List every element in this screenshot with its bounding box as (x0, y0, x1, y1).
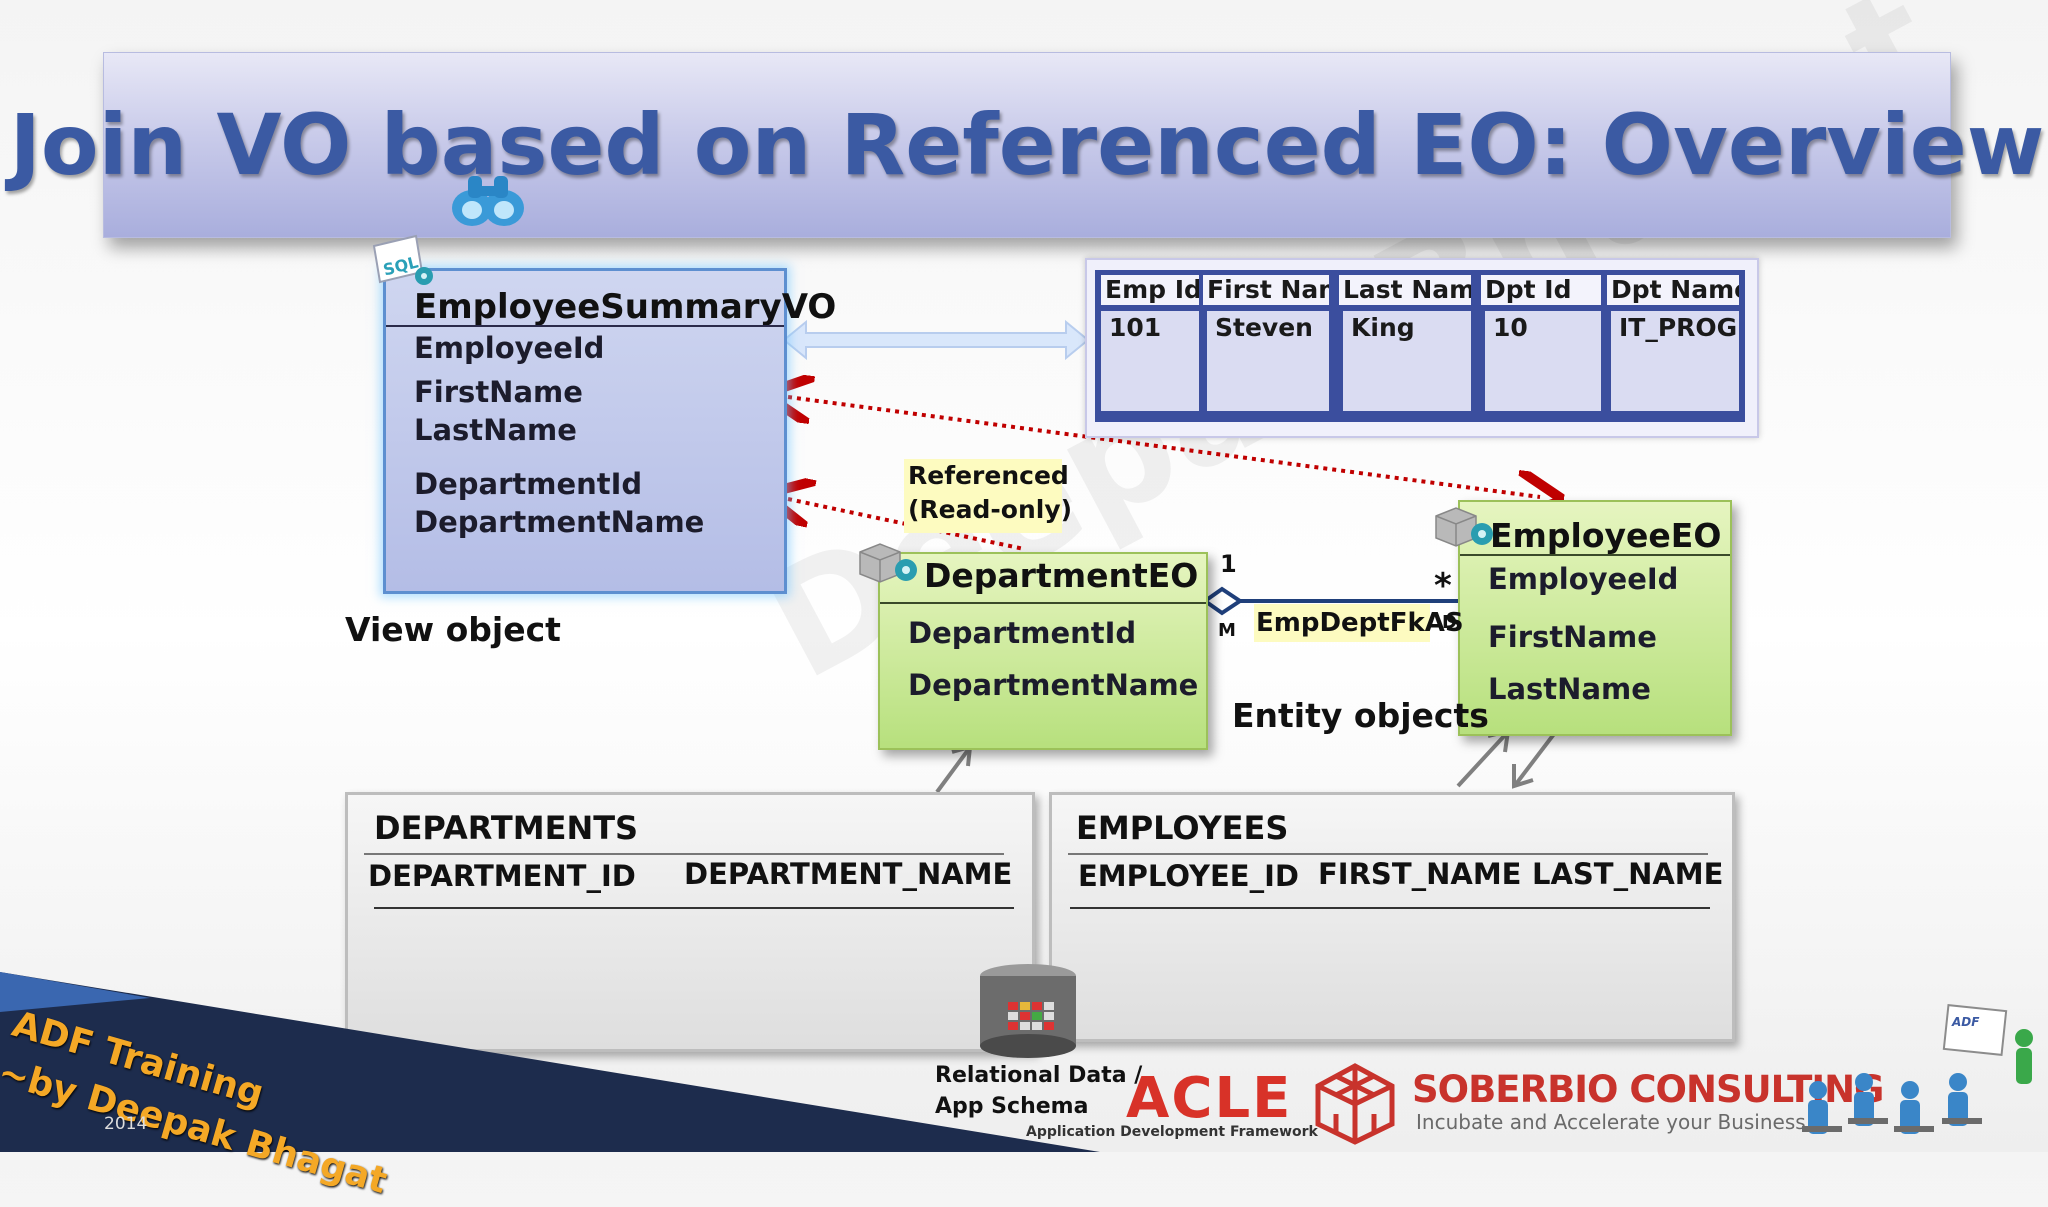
table-header: Dpt Name (1607, 275, 1739, 305)
vo-attribute: LastName (414, 413, 577, 447)
db-column: DEPARTMENT_NAME (684, 857, 1013, 891)
table-cell: Steven (1207, 311, 1329, 411)
entity-cube-icon (859, 543, 917, 583)
association-name: EmpDeptFkAS (1254, 604, 1464, 642)
db-table-divider (364, 853, 1004, 855)
vo-attribute: EmployeeId (414, 331, 605, 365)
vo-employee-eo-arrow (788, 397, 1540, 497)
soberbio-logo-icon (1315, 1063, 1395, 1145)
entity-objects-caption: Entity objects (1232, 696, 1489, 735)
soberbio-tagline: Incubate and Accelerate your Business (1416, 1110, 1806, 1134)
db-table-name: DEPARTMENTS (374, 809, 639, 847)
referenced-line-2: (Read-only) (908, 495, 1073, 524)
department-eo-divider (880, 602, 1206, 604)
table-cell: 10 (1485, 311, 1601, 411)
employee-entity-object: EmployeeEO EmployeeId FirstName LastName (1458, 500, 1732, 736)
view-object-caption: View object (345, 610, 561, 649)
footer-band (0, 972, 1100, 1152)
vo-attribute: DepartmentName (414, 505, 705, 539)
db-column: FIRST_NAME (1318, 857, 1522, 891)
db-column: DEPARTMENT_ID (368, 859, 636, 893)
referenced-line-1: Referenced (908, 461, 1069, 490)
departments-db-table: DEPARTMENTS DEPARTMENT_ID DEPARTMENT_NAM… (345, 792, 1035, 1052)
acle-subtitle: Application Development Framework (1026, 1124, 1318, 1140)
db-table-divider (1068, 853, 1708, 855)
soberbio-name: SOBERBIO CONSULTING (1412, 1068, 1884, 1111)
entity-cube-icon (1435, 507, 1493, 547)
query-result-grid: Emp Id First Nam Last Nam Dpt Id Dpt Nam… (1095, 270, 1745, 422)
table-header: Emp Id (1101, 275, 1199, 305)
employee-eo-divider (1460, 554, 1730, 556)
table-cell: 101 (1101, 311, 1199, 411)
acle-logo: ACLE (1126, 1066, 1293, 1131)
employees-db-table: EMPLOYEES EMPLOYEE_ID FIRST_NAME LAST_NA… (1049, 792, 1735, 1042)
employee-eo-name: EmployeeEO (1490, 516, 1722, 555)
binoculars-icon (452, 176, 524, 226)
db-column: LAST_NAME (1532, 857, 1724, 891)
department-eo-name: DepartmentEO (924, 556, 1199, 595)
eo-attribute: LastName (1488, 672, 1651, 706)
page-title: Join VO based on Referenced EO: Overview (9, 96, 2045, 194)
table-header: First Nam (1203, 275, 1329, 305)
db-column: EMPLOYEE_ID (1078, 859, 1299, 893)
db-table-name: EMPLOYEES (1076, 809, 1289, 847)
db-caption-line-2: App Schema (935, 1094, 1089, 1119)
eo-attribute: EmployeeId (1488, 562, 1679, 596)
presenter-people-icon: ADF (1802, 1003, 2033, 1134)
vo-attribute: DepartmentId (414, 467, 643, 501)
table-cell: King (1343, 311, 1471, 411)
cardinality-many: * (1434, 566, 1452, 606)
eo-attribute: DepartmentId (908, 616, 1137, 650)
database-caption: Relational Data / App Schema (935, 1060, 1142, 1122)
aggregation-diamond (1201, 586, 1244, 616)
department-entity-object: DepartmentEO DepartmentId DepartmentName (878, 552, 1208, 750)
db-to-eo-arrows (935, 728, 1556, 794)
association-end-dest: D (1442, 612, 1457, 633)
table-cell: IT_PROG (1611, 311, 1739, 411)
sql-icon: SQL (372, 234, 433, 285)
query-result-table: Emp Id First Nam Last Nam Dpt Id Dpt Nam… (1085, 258, 1759, 438)
db-caption-line-1: Relational Data / (935, 1063, 1143, 1088)
db-table-divider (1070, 907, 1710, 909)
eo-attribute: DepartmentName (908, 668, 1199, 702)
database-icon (980, 964, 1076, 1058)
view-object-box: EmployeeSummaryVO EmployeeId FirstName L… (383, 268, 836, 594)
table-header: Dpt Id (1481, 275, 1601, 305)
vo-table-double-arrow (782, 319, 1090, 361)
eo-attribute: FirstName (1488, 620, 1657, 654)
table-header: Last Nam (1339, 275, 1471, 305)
svg-text:ADF: ADF (1951, 1015, 1980, 1029)
title-banner: Join VO based on Referenced EO: Overview (10, 52, 2044, 238)
view-object-divider (386, 325, 784, 327)
vo-attribute: FirstName (414, 375, 583, 409)
db-table-divider (374, 907, 1014, 909)
referenced-label: Referenced (Read-only) (904, 459, 1073, 533)
association-end-source: M (1218, 620, 1236, 641)
year-label: 2014 (104, 1114, 148, 1134)
cardinality-one: 1 (1220, 550, 1237, 578)
view-object-name: EmployeeSummaryVO (414, 287, 837, 327)
